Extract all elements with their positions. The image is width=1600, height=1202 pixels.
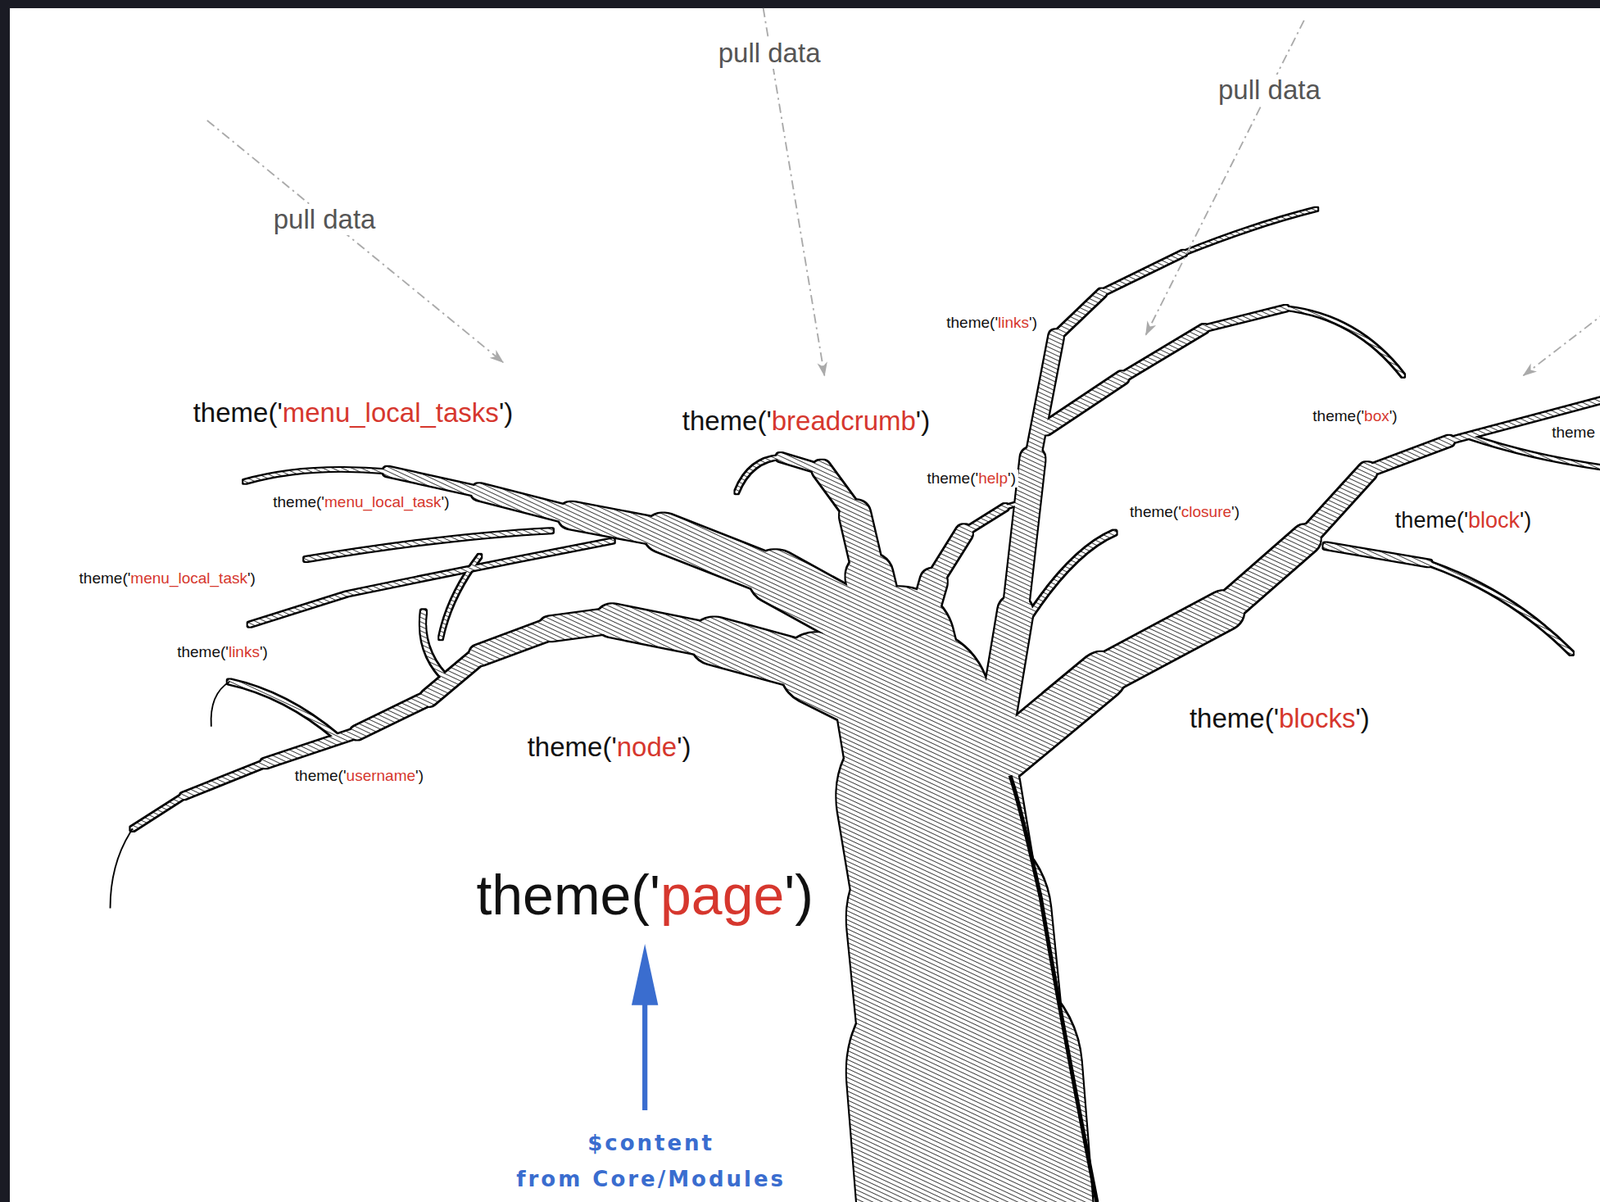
twig bbox=[110, 828, 133, 908]
theme-call: theme('page') bbox=[473, 862, 816, 927]
content-arrowhead bbox=[631, 943, 658, 1006]
theme-call: theme('menu_local_task') bbox=[77, 569, 259, 588]
theme-call: theme('blocks') bbox=[1187, 702, 1373, 735]
theme-call: theme('username') bbox=[292, 766, 427, 785]
pull-arrow bbox=[1523, 311, 1600, 376]
arrow-label: pull data bbox=[271, 203, 379, 236]
tree-hatching bbox=[132, 208, 1600, 1202]
theme-call: theme('closure') bbox=[1127, 503, 1242, 522]
twig bbox=[211, 681, 231, 727]
theme-call: theme bbox=[1549, 423, 1598, 442]
arrow-label: pull data bbox=[716, 37, 824, 69]
theme-call: theme('node') bbox=[525, 731, 694, 763]
theme-call: theme('help') bbox=[924, 469, 1019, 488]
trunk-edge bbox=[1010, 775, 1097, 1202]
theme-call: theme('links') bbox=[943, 313, 1040, 332]
tree-outline bbox=[132, 208, 1600, 1202]
theme-call: theme('links') bbox=[174, 643, 271, 662]
arrow-label: pull data bbox=[1215, 74, 1324, 106]
theme-call: theme('breadcrumb') bbox=[679, 405, 933, 437]
pull-arrow bbox=[1146, 20, 1305, 336]
content-arrow bbox=[642, 994, 648, 1111]
content-note: $content from Core/Modules bbox=[513, 1124, 789, 1197]
theme-call: theme('box') bbox=[1309, 407, 1400, 426]
pull-arrow bbox=[207, 120, 504, 363]
theme-call: theme('block') bbox=[1392, 507, 1534, 534]
theme-call: theme('menu_local_task') bbox=[270, 493, 452, 512]
theme-call: theme('menu_local_tasks') bbox=[190, 397, 516, 429]
